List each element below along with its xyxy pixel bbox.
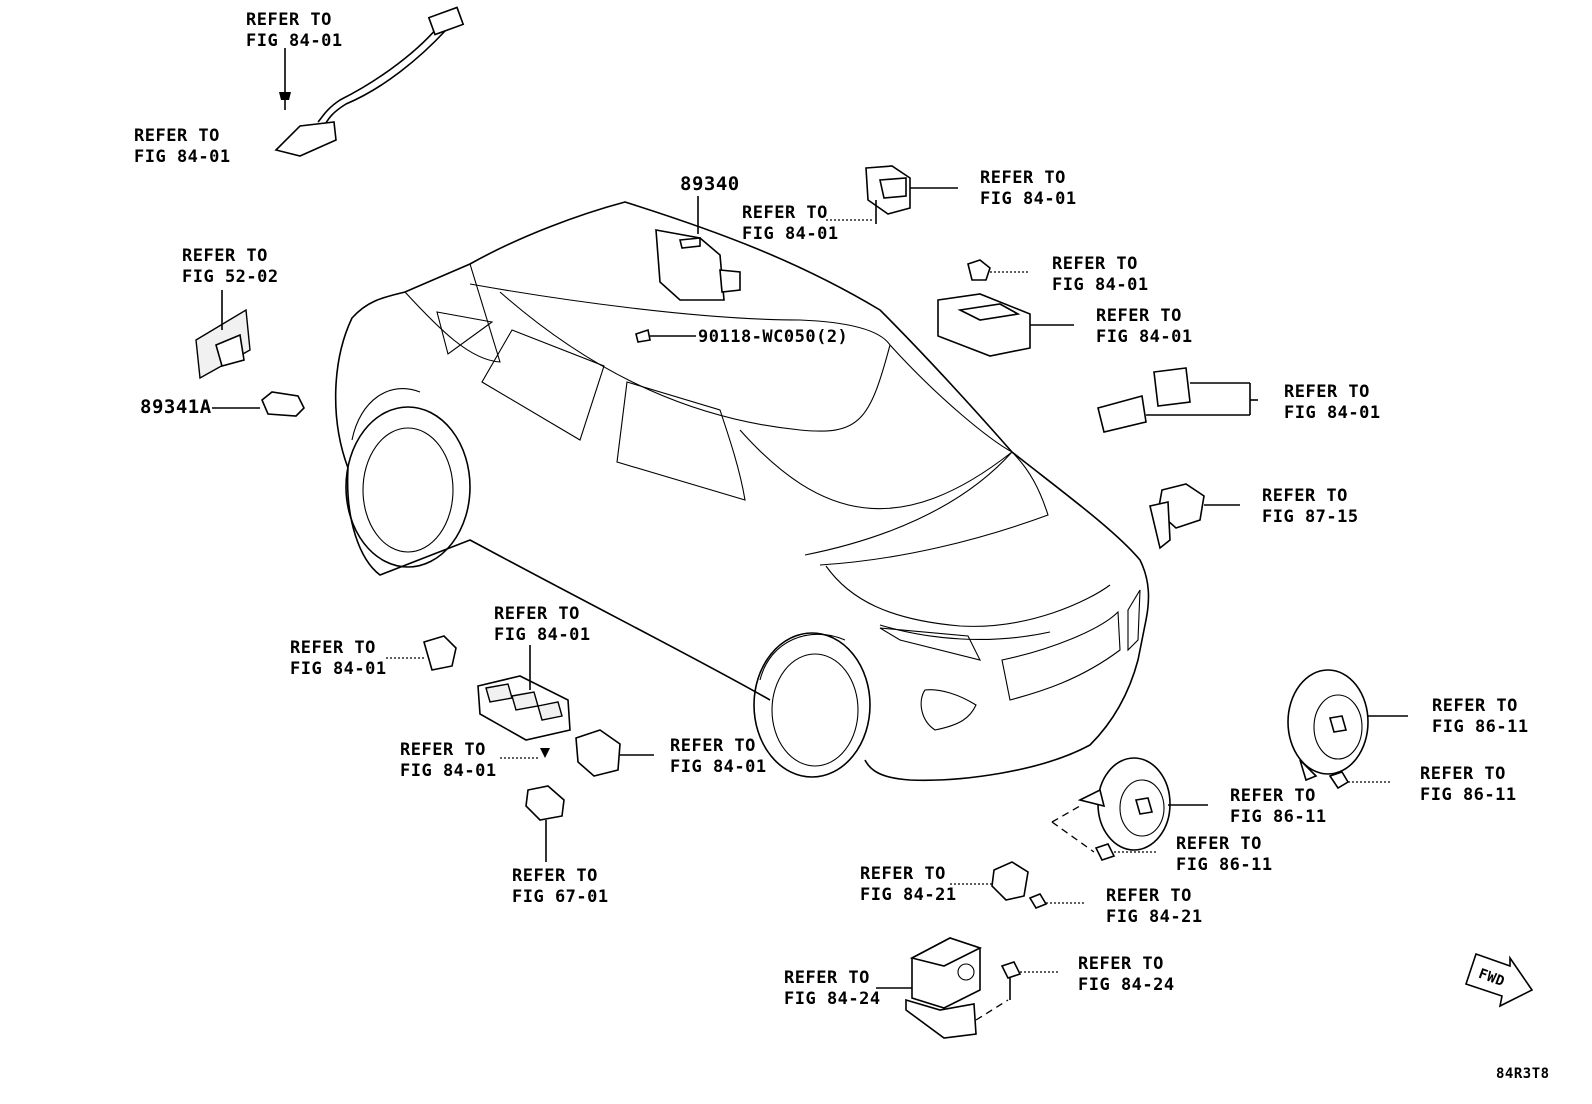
control-unit-89340 xyxy=(655,196,741,301)
clearance-sensor xyxy=(212,391,305,417)
fwd-arrow-icon xyxy=(1464,952,1534,1008)
part-number-89340: 89340 xyxy=(680,173,740,195)
sensor-bracket xyxy=(195,290,251,380)
window-switch-master xyxy=(477,645,571,741)
horn-bolt-1 xyxy=(1328,771,1392,790)
horn-low xyxy=(1051,757,1208,853)
vehicle-outline xyxy=(334,201,1150,782)
screw-90118 xyxy=(635,328,696,343)
security-siren xyxy=(876,937,1009,1039)
switch-right-small xyxy=(575,729,654,777)
horn-high xyxy=(1287,669,1408,782)
bolt-84-24 xyxy=(1000,961,1060,1000)
clip xyxy=(500,748,550,759)
harness-sensor xyxy=(274,6,465,157)
part-number-89341a: 89341A xyxy=(140,396,212,418)
sensor-84-21 xyxy=(950,861,1029,901)
stop-lamp-switch xyxy=(1097,367,1258,433)
image-code: 84R3T8 xyxy=(1496,1066,1550,1082)
relay-block xyxy=(937,293,1074,357)
connector-87-15 xyxy=(1149,483,1240,550)
switch-top xyxy=(826,165,958,224)
nut xyxy=(967,259,1030,281)
switch-small xyxy=(386,635,457,671)
bolt-84-21 xyxy=(1028,893,1086,909)
screw-icon xyxy=(279,48,291,110)
module-67-01 xyxy=(525,785,565,862)
horn-bolt-2 xyxy=(1094,843,1156,861)
part-number-screw: 90118-WC050(2) xyxy=(698,327,849,347)
